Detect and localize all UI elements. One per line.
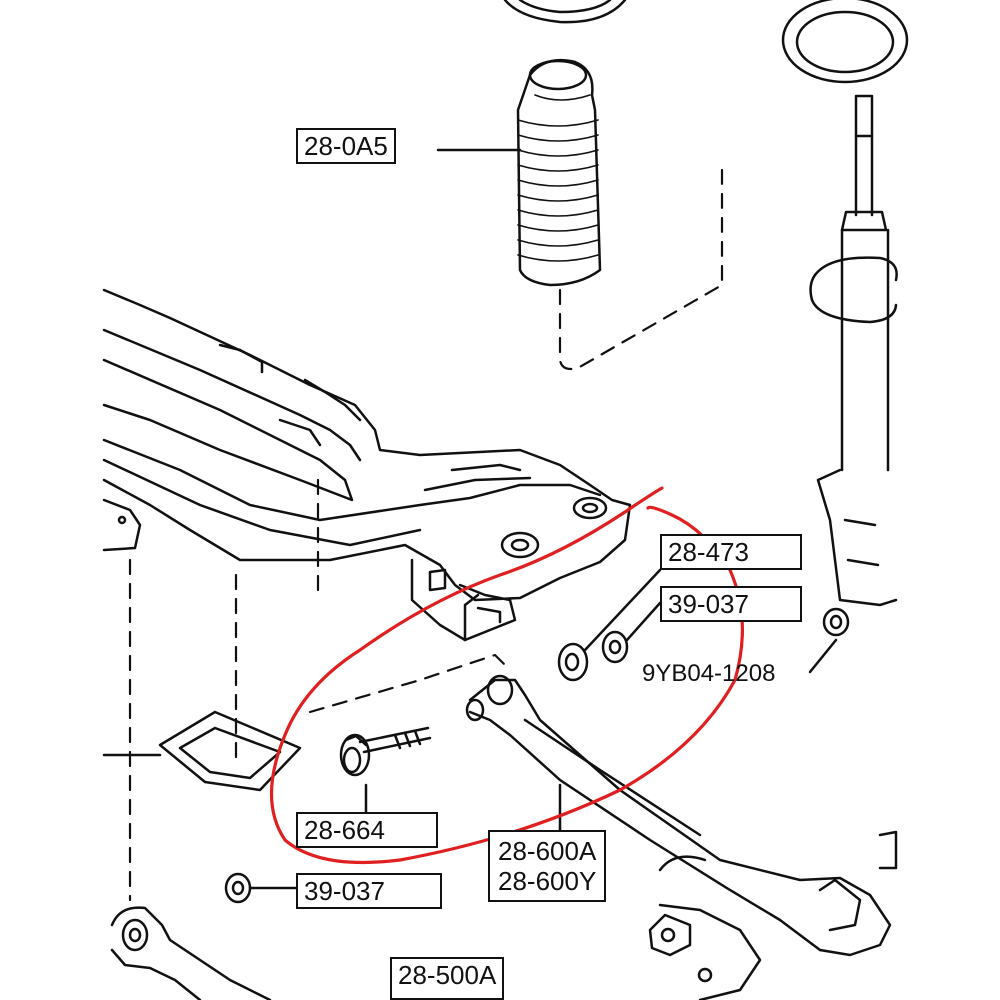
knuckle — [648, 830, 898, 1000]
label-boot: 28-0A5 — [296, 128, 396, 164]
left-nut — [224, 872, 298, 904]
label-bush: 28-473 — [660, 534, 802, 570]
highlight-circle — [270, 486, 744, 865]
bump-stop-ring — [503, 0, 627, 24]
adjust-bolt — [339, 726, 432, 814]
label-nut-right: 39-037 — [660, 586, 802, 622]
trailing-arm — [465, 674, 892, 957]
label-trailing-arm: 28-600A 28-600Y — [488, 830, 607, 902]
label-arm-a: 28-600A — [498, 836, 597, 866]
spring-seat-ring — [781, 0, 909, 84]
label-nut-far: 9YB04-1208 — [642, 660, 776, 687]
label-bolt: 28-664 — [296, 812, 438, 848]
insulator-pad — [102, 710, 302, 792]
crossmember — [102, 288, 632, 642]
label-nut-left: 39-037 — [296, 873, 442, 909]
left-assembly-dashes — [128, 478, 507, 902]
lower-arm — [110, 906, 272, 1000]
dust-boot — [516, 58, 602, 287]
shock-absorber — [809, 94, 898, 607]
bushing-and-nut — [557, 568, 850, 682]
boot-assembly-dashes — [558, 158, 724, 371]
label-lower-arm: 28-500A — [390, 957, 505, 1000]
label-arm-y: 28-600Y — [498, 866, 597, 896]
